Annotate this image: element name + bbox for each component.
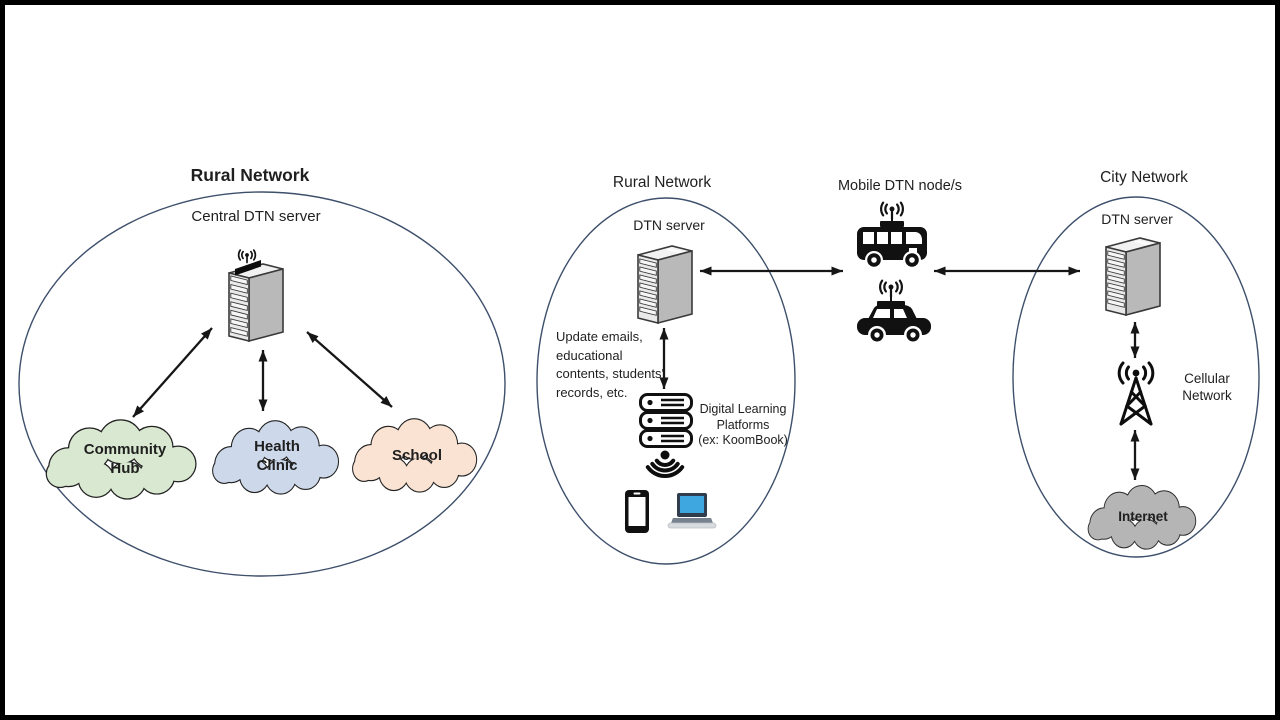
middle-dtn-server-label: DTN server [633, 217, 705, 233]
arrow-server-community [132, 327, 213, 418]
central-dtn-server-label: Central DTN server [191, 208, 321, 225]
bus-wheels [865, 251, 921, 269]
server-top-highlight [665, 248, 684, 254]
health-clinic-label: Health Clinic [197, 437, 357, 475]
arrow-server-school [306, 331, 393, 408]
server-icon [1105, 237, 1161, 317]
sync-note-line2: educational [556, 347, 623, 363]
server-drive-slots [1107, 250, 1125, 308]
city-network-ellipse [1012, 196, 1260, 558]
health-clinic-line2: Clinic [256, 457, 298, 474]
car-wheels [868, 326, 922, 344]
city-network-title: City Network [1100, 169, 1188, 186]
platform-label-line1: Digital Learning [699, 402, 787, 416]
cellular-label-line1: Cellular [1184, 371, 1230, 386]
wifi-signal-icon [879, 279, 903, 298]
car-icon [857, 279, 931, 344]
sync-note: Update emails, educational contents, stu… [556, 328, 668, 402]
platform-label: Digital Learning Platforms (ex: KoomBook… [682, 402, 804, 449]
server-top-highlight [1133, 240, 1152, 246]
school-label: School [391, 447, 442, 464]
bus-icon [857, 201, 927, 269]
sync-note-line4: records, etc. [556, 384, 628, 400]
cellular-network-label: Cellular Network [1157, 370, 1257, 404]
platform-label-line2: Platforms [716, 417, 770, 432]
rural-network-ellipse [18, 191, 506, 577]
laptop-screen [680, 496, 704, 513]
server-drive-slots [639, 258, 657, 316]
server-icon [637, 245, 693, 325]
wifi-signal-icon [880, 201, 904, 220]
sync-note-line3: contents, students' [556, 366, 664, 381]
mobile-dtn-title: Mobile DTN node/s [837, 178, 963, 194]
laptop-icon [667, 493, 717, 529]
rural-network-2-ellipse [536, 197, 796, 565]
wifi-broadcast-icon [645, 450, 685, 478]
health-clinic-line1: Health [254, 438, 300, 455]
arrow-layer [132, 266, 1140, 480]
left-network-title: Rural Network [190, 165, 310, 185]
sync-note-line1: Update emails, [556, 329, 643, 344]
middle-network-title: Rural Network [612, 174, 712, 191]
platform-stack-icon [639, 393, 693, 448]
community-hub-line2: Hub [110, 460, 140, 477]
antenna-bar [235, 260, 261, 276]
server-drive-slots [230, 275, 248, 337]
cellular-label-line2: Network [1182, 388, 1232, 403]
wifi-signal-icon [237, 249, 257, 264]
community-hub-label: Community Hub [45, 440, 205, 478]
server-with-antenna-icon [228, 249, 284, 343]
city-dtn-server-label: DTN server [1101, 211, 1173, 227]
smartphone-icon [625, 490, 649, 533]
platform-label-line3: (ex: KoomBook) [698, 433, 788, 447]
community-hub-line1: Community [83, 441, 167, 458]
internet-label: Internet [1118, 509, 1168, 524]
cell-tower-icon [1117, 361, 1155, 426]
